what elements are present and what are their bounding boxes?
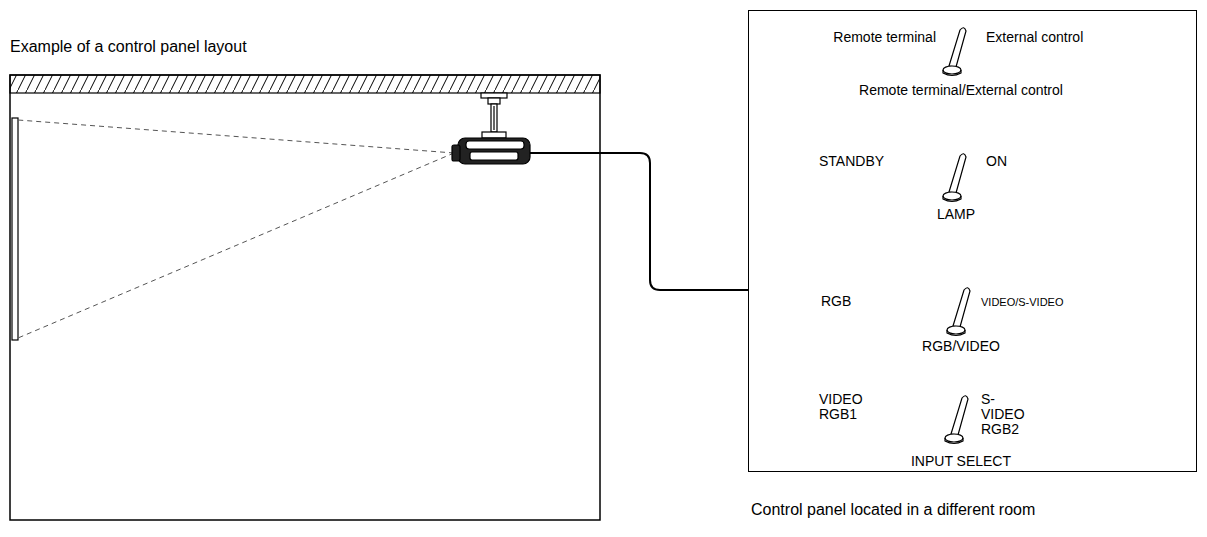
toggle-switch [943,154,966,202]
switch-label: External control [986,30,1083,45]
projection-line [18,153,454,338]
title: Example of a control panel layout [10,38,247,56]
projection-line [18,120,454,153]
switch-caption: Remote terminal/External control [859,83,1063,98]
toggle-switch [943,28,966,76]
control-panel: Remote terminal External controlRemote te… [748,10,1197,472]
switch-label: ON [986,154,1007,169]
switch-label: RGB [821,294,851,309]
panel-caption: Control panel located in a different roo… [751,501,1035,519]
toggle-switch [947,288,970,336]
room-outline [10,75,600,520]
cable [530,153,748,290]
switch-label: Remote terminal [833,30,936,45]
toggle-switch [945,396,968,444]
projector [452,93,530,164]
switch-caption: INPUT SELECT [911,454,1011,469]
ceiling-hatch [10,75,600,93]
switch-label: VIDEO/S-VIDEO [981,296,1064,308]
switch-caption: RGB/VIDEO [922,339,1000,354]
switch-label: S-VIDEO RGB2 [981,392,1025,437]
switch-caption: LAMP [937,207,975,222]
switch-label: VIDEO RGB1 [819,392,863,422]
screen [12,118,18,340]
switch-label: STANDBY [819,154,884,169]
